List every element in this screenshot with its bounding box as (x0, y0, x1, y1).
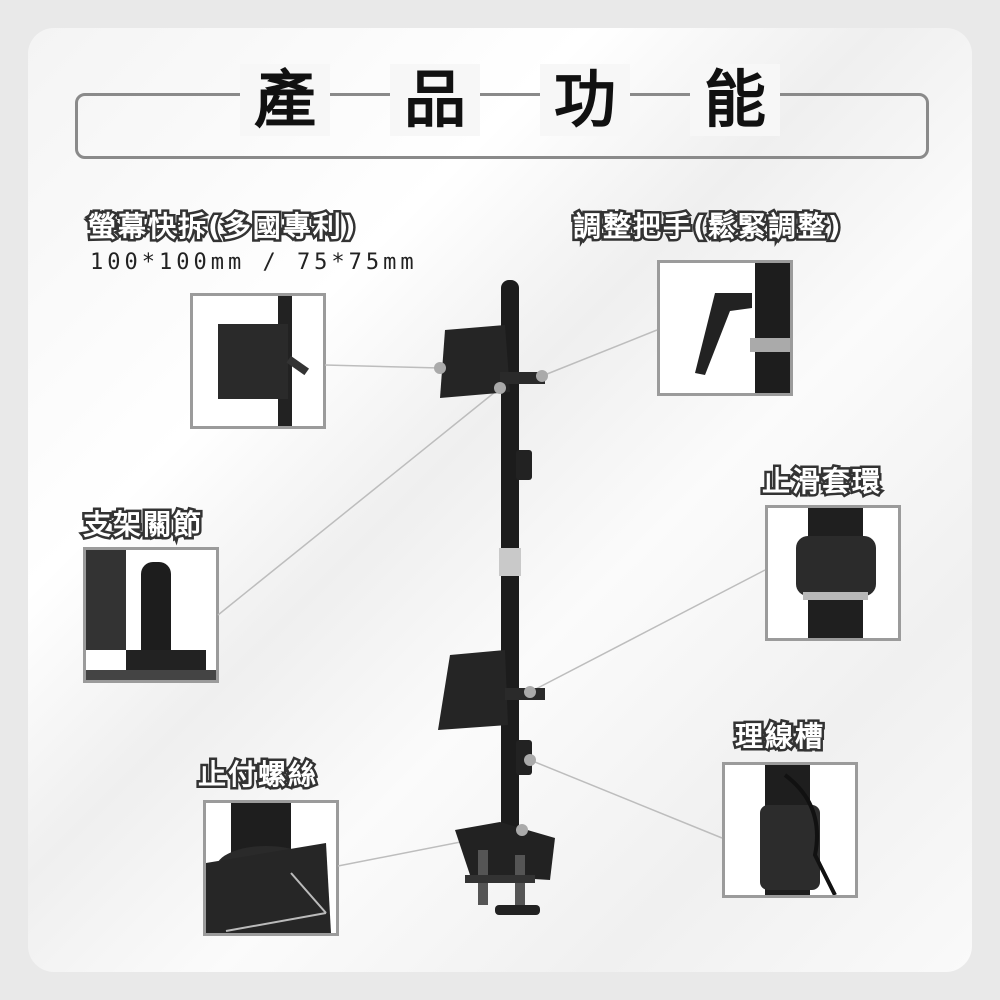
photo-joint (83, 547, 219, 683)
title-char: 品 (389, 64, 480, 136)
title-frame (75, 93, 929, 159)
photo-screw (203, 800, 339, 936)
title-char: 能 (689, 64, 780, 136)
label-joint: 支架關節 (80, 506, 204, 544)
label-quick-release: 螢幕快拆(多國專利) (86, 208, 359, 246)
title-char: 產 (240, 64, 331, 136)
label-screw: 止付螺絲 (195, 756, 319, 794)
photo-handle (657, 260, 793, 396)
label-cable: 理線槽 (732, 718, 826, 756)
photo-cable (722, 762, 858, 898)
vesa-spec: 100*100mm / 75*75mm (90, 250, 418, 275)
photo-quick-release (190, 293, 326, 429)
photo-collar (765, 505, 901, 641)
label-collar: 止滑套環 (759, 463, 883, 501)
title-char: 功 (539, 64, 630, 136)
label-handle: 調整把手(鬆緊調整) (571, 208, 844, 246)
page-title: 產 品 功 能 (240, 64, 780, 136)
